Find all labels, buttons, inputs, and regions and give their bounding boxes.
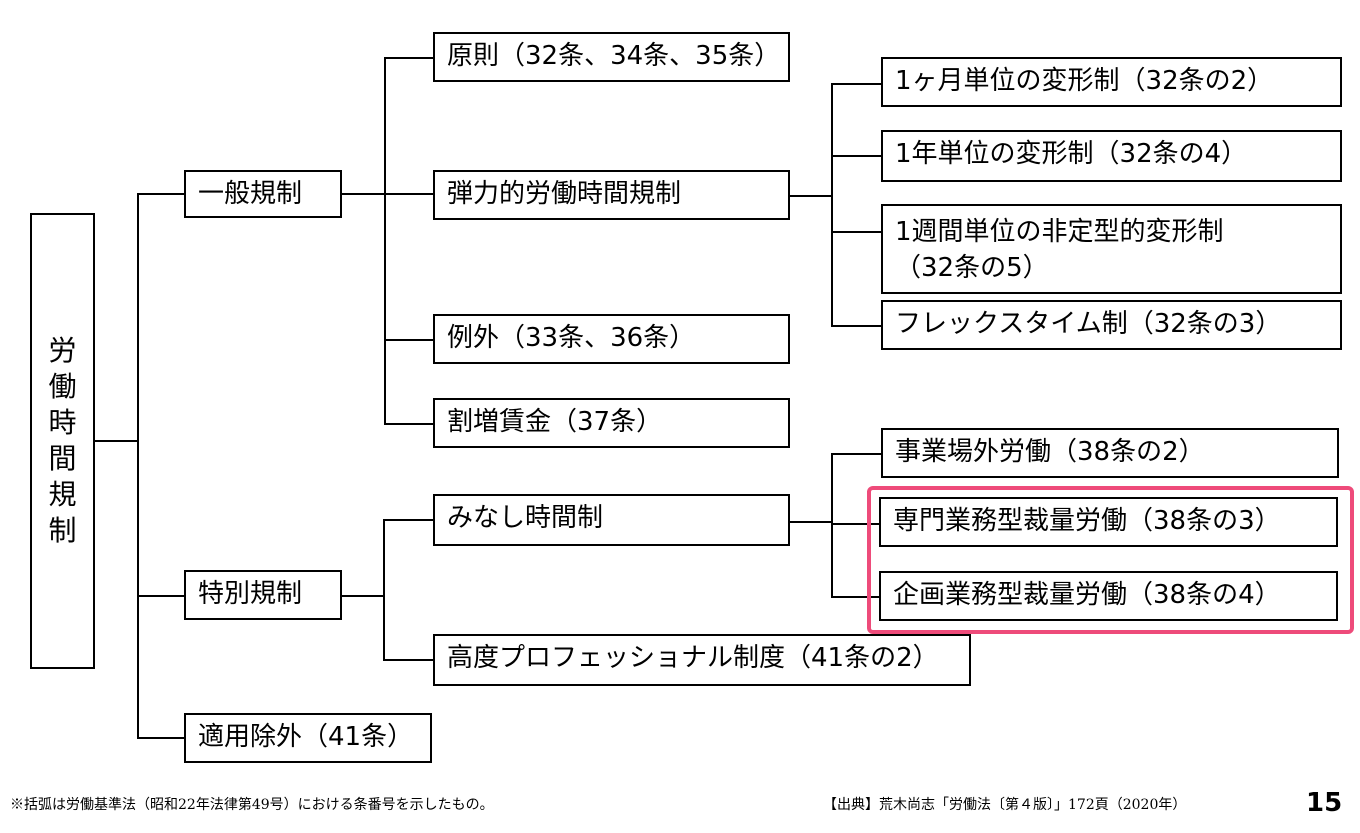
node-highly-professional: 高度プロフェッショナル制度（41条の2） [433,634,971,686]
connector [137,595,185,597]
source-citation: 【出典】荒木尚志「労働法〔第４版〕」172頁（2020年） [823,797,1187,813]
connector [342,595,384,597]
connector [384,57,434,59]
root-char: 間 [48,442,77,475]
node-exception: 例外（33条、36条） [433,314,790,364]
connector [383,519,385,660]
connector [831,325,881,327]
node-flextime: フレックスタイム制（32条の3） [881,300,1342,350]
node-professional-discretionary: 専門業務型裁量労働（38条の3） [879,497,1338,547]
connector [383,659,434,661]
root-char: 時 [48,406,77,439]
connector [831,596,879,598]
node-premium-wages: 割増賃金（37条） [433,398,790,448]
node-planning-discretionary: 企画業務型裁量労働（38条の4） [879,571,1338,621]
connector [831,453,881,455]
node-outside-workplace: 事業場外労働（38条の2） [881,428,1339,478]
connector [831,155,881,157]
node-flexible-hours: 弾力的労働時間規制 [433,170,790,220]
root-char: 制 [48,514,77,547]
root-char: 労 [48,334,77,367]
connector [831,453,833,597]
node-deemed-hours: みなし時間制 [433,494,790,546]
highlight-frame [867,486,1354,634]
connector [790,521,832,523]
root-labor-hours-regulation: 労 働 時 間 規 制 [30,213,95,669]
connector [137,193,139,738]
root-char: 規 [48,478,77,511]
connector [137,737,185,739]
connector [383,519,434,521]
node-weekly-variable-line2: （32条の5） [895,253,1049,283]
node-special-regulation: 特別規制 [184,570,342,620]
connector [384,339,434,341]
node-weekly-variable: 1週間単位の非定型的変形制 （32条の5） [881,204,1342,294]
connector [831,523,879,525]
node-weekly-variable-line1: 1週間単位の非定型的変形制 [895,217,1224,247]
connector [342,193,434,195]
node-general-regulation: 一般規制 [184,170,342,218]
footnote: ※括弧は労働基準法（昭和22年法律第49号）における条番号を示したもの。 [10,797,494,813]
connector [94,440,138,442]
connector [831,231,881,233]
connector [137,193,185,195]
connector [790,195,832,197]
root-char: 働 [48,370,77,403]
page-number: 15 [1306,788,1343,818]
node-yearly-variable: 1年単位の変形制（32条の4） [881,130,1342,182]
connector [831,83,833,326]
connector [831,83,881,85]
node-monthly-variable: 1ヶ月単位の変形制（32条の2） [881,57,1342,107]
connector [384,423,434,425]
node-exclusion: 適用除外（41条） [184,713,432,763]
connector [384,57,386,424]
node-principle: 原則（32条、34条、35条） [433,32,790,82]
